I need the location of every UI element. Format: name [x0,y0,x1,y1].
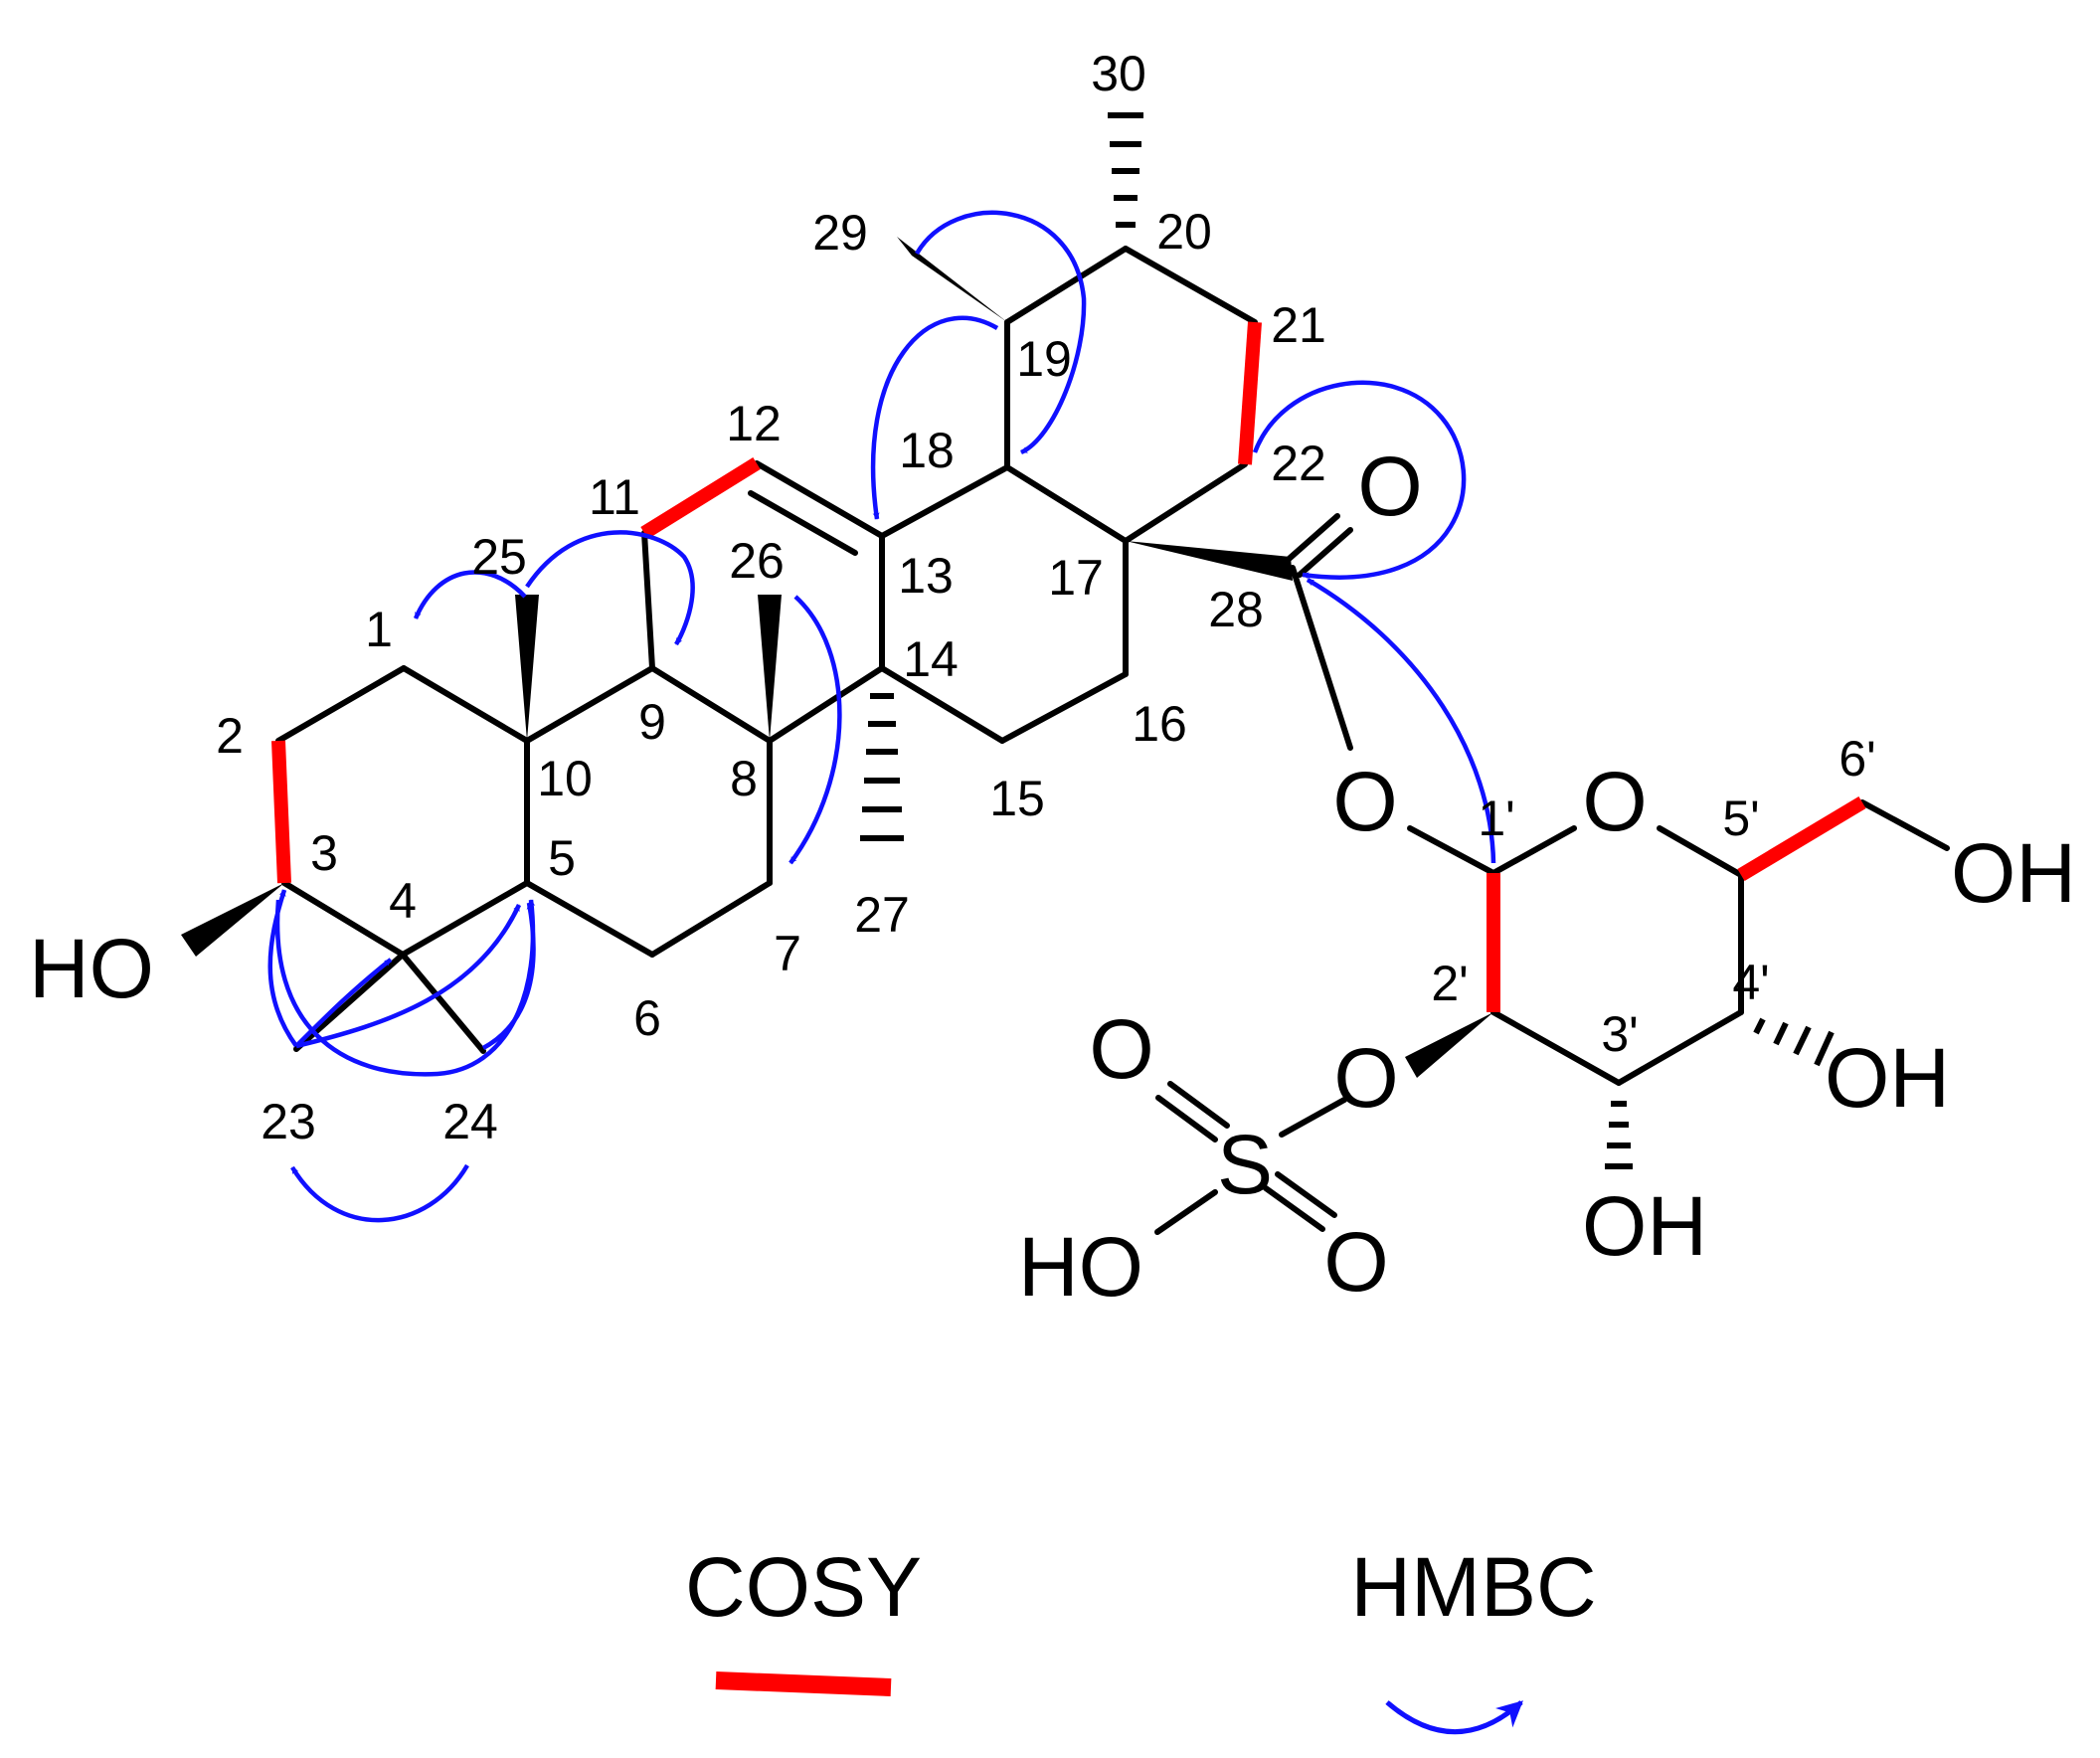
label-c5p: 5' [1722,791,1759,846]
atom-o-sulfate-bottom: O [1323,1215,1388,1309]
legend: COSY HMBC [685,1540,1597,1735]
label-c3: 3 [310,825,338,881]
hmbc-h23-c4 [294,958,393,1048]
label-c14: 14 [903,631,959,687]
hmbc-h23-c5 [295,904,522,1049]
label-c22: 22 [1271,436,1326,491]
cosy-h21-h22 [1238,321,1262,465]
label-c13: 13 [898,548,954,604]
label-c18: 18 [899,423,955,478]
atom-oh-c4p: OH [1825,1031,1950,1125]
label-c24: 24 [442,1094,498,1149]
label-c20: 20 [1156,204,1212,260]
legend-cosy-label: COSY [685,1540,922,1634]
label-c9: 9 [638,694,666,750]
label-c28: 28 [1208,582,1264,637]
cosy-h11-h12 [640,457,761,539]
label-c5: 5 [548,830,576,886]
hmbc-h3-c5 [274,899,536,1077]
label-c26: 26 [729,533,785,589]
hashed-bonds [860,112,1835,1169]
carbon-numbers: 1 2 3 4 5 6 7 8 9 10 11 12 13 14 15 16 1… [216,46,1876,1149]
skeleton-bonds [275,246,1950,1235]
atom-s: S [1217,1118,1273,1211]
atom-o-ester: O [1332,755,1397,848]
hmbc-arrows [267,210,1496,1223]
cosy-h2-h3 [271,740,291,884]
cosy-h5p-h6p [1737,795,1866,882]
label-c30: 30 [1091,46,1146,101]
label-c2: 2 [216,708,244,764]
label-c17: 17 [1048,550,1104,606]
atom-o-sulfate-top: O [1089,1002,1153,1096]
label-c19: 19 [1016,331,1072,387]
label-c25: 25 [471,529,527,585]
hmbc-h24-c23 [290,1163,469,1223]
hmbc-h1p-c28 [1306,578,1496,864]
label-c1: 1 [365,602,393,657]
label-c6: 6 [633,990,661,1046]
legend-cosy-swatch [715,1671,892,1696]
label-c3p: 3' [1601,1006,1638,1062]
hmbc-h25-c9 [525,530,695,646]
atom-ho-sulfate: HO [1018,1220,1143,1314]
label-c4p: 4' [1732,955,1769,1010]
label-c1p: 1' [1478,791,1514,846]
label-c29: 29 [812,205,868,261]
label-c2p: 2' [1431,956,1468,1011]
label-c21: 21 [1271,297,1326,353]
legend-hmbc-swatch [1385,1700,1523,1735]
atom-o-ring: O [1582,755,1647,848]
label-c6p: 6' [1838,731,1875,787]
atom-o-carbonyl: O [1357,440,1422,533]
label-c11: 11 [589,469,640,525]
label-c10: 10 [537,751,593,806]
atom-oh-c6p: OH [1951,826,2076,920]
legend-hmbc-label: HMBC [1350,1540,1596,1634]
atom-labels: HO O O O OH OH OH O S O O HO [29,440,2076,1314]
label-c12: 12 [726,396,782,451]
atom-o-sulfate-link: O [1333,1031,1398,1125]
hmbc-h22-c28 [1252,380,1467,580]
label-c16: 16 [1132,696,1187,752]
label-c4: 4 [389,873,417,929]
hmbc-h29-c13 [870,315,999,520]
hmbc-h25-c1 [413,570,527,619]
label-c27: 27 [854,887,910,943]
cosy-bonds [271,321,1866,1012]
label-c23: 23 [261,1094,316,1149]
label-c15: 15 [989,771,1045,826]
atom-ho-c3: HO [29,922,154,1015]
label-c7: 7 [774,926,801,981]
stereo-bonds [181,237,1493,1078]
hmbc-h26-c7 [788,595,842,865]
atom-oh-c3p: OH [1582,1179,1707,1273]
label-c8: 8 [730,751,758,806]
hmbc-h29-c18 [915,210,1087,455]
